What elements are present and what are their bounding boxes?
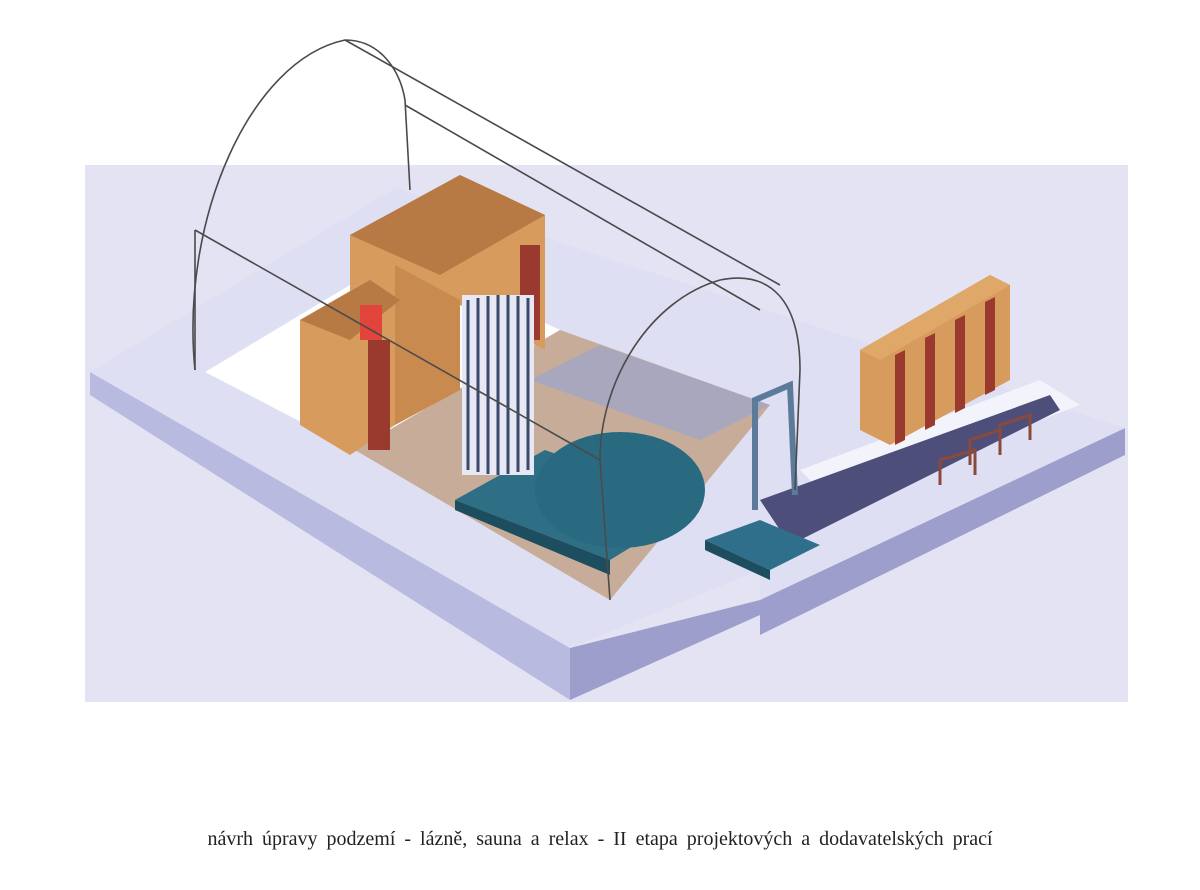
- relax-floor: [760, 395, 1060, 545]
- sauna-walls: [300, 175, 545, 455]
- bookshelf: [860, 275, 1010, 445]
- stairs: [705, 520, 820, 580]
- chairs: [938, 412, 1032, 485]
- shower-column: [462, 295, 534, 475]
- pool: [455, 432, 705, 575]
- vault-wireframe: [192, 39, 801, 601]
- tiled-floor: [530, 345, 770, 440]
- drawing-caption: návrh úpravy podzemí - lázně, sauna a re…: [207, 828, 993, 850]
- glass-door-frame: [752, 380, 798, 510]
- door: [368, 340, 390, 450]
- door: [360, 305, 382, 340]
